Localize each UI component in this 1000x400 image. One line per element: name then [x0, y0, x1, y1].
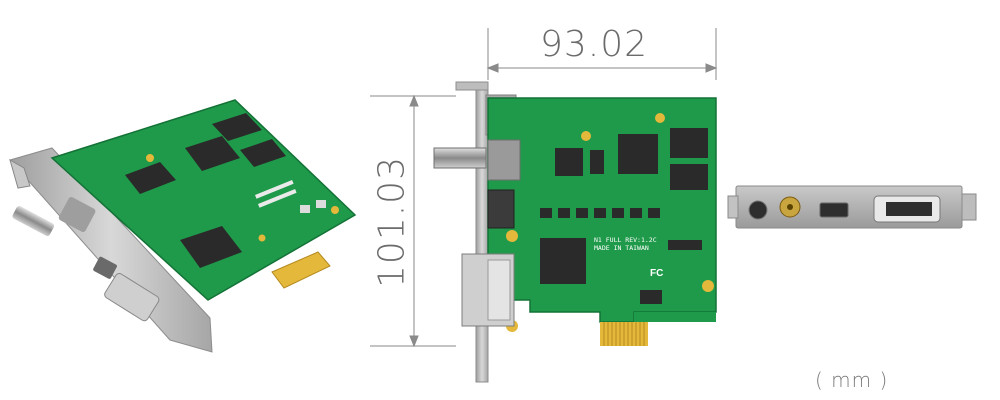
dvi-connector-perspective	[104, 273, 160, 322]
svg-text:FC: FC	[650, 268, 663, 279]
hdmi-port	[819, 202, 849, 218]
width-dimension-label: 93.02	[540, 24, 649, 65]
board-silkscreen-line2: MADE IN TAIWAN	[594, 244, 649, 252]
bracket-front-view	[727, 185, 977, 229]
height-dimension-label: 101.03	[371, 156, 413, 288]
unit-label: ( mm )	[815, 368, 889, 392]
bnc-connector-perspective	[12, 206, 55, 237]
top-view-board: N1 FULL REV:1.2C MADE IN TAIWAN FC	[433, 81, 717, 383]
bnc-connector-top	[433, 147, 487, 169]
chip-memory-2	[670, 164, 708, 190]
chip-memory-1	[670, 128, 708, 158]
height-dimension-lines	[370, 94, 456, 348]
gold-fingers-perspective	[271, 251, 331, 289]
perspective-board-view	[9, 99, 357, 353]
width-dimension-lines	[486, 28, 718, 80]
board-silkscreen-line1: N1 FULL REV:1.2C	[594, 236, 657, 244]
chip-main	[618, 134, 658, 174]
chip-processor	[540, 238, 586, 284]
svideo-port	[748, 200, 768, 220]
